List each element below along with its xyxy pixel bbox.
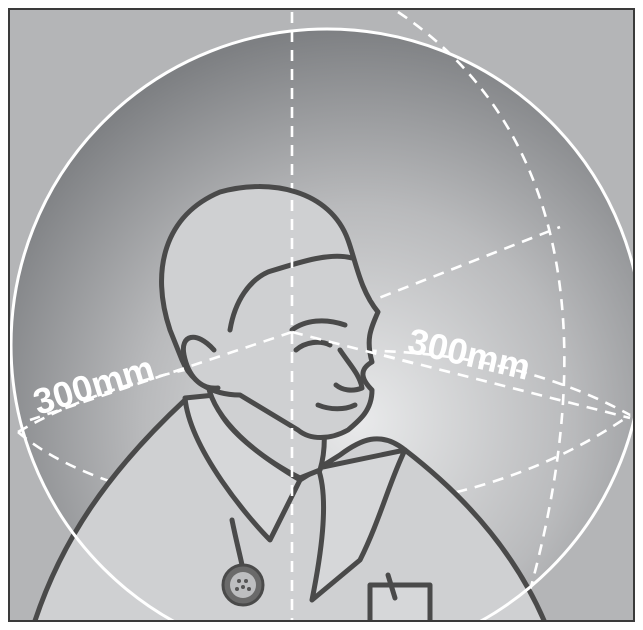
stethoscope-chestpiece [223, 565, 263, 605]
coat-pocket [370, 585, 430, 630]
